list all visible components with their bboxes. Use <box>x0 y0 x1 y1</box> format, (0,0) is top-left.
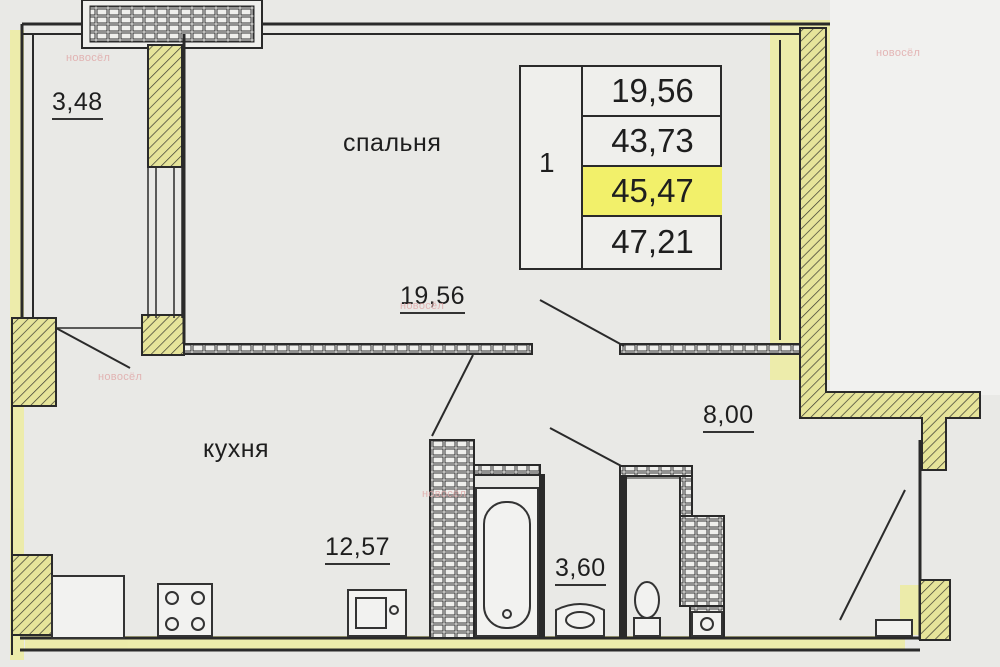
watermark: новосёл <box>66 52 111 64</box>
kitchen-counter <box>51 575 407 639</box>
watermark: новосёл <box>98 371 143 383</box>
total-area-with-balcony-value: 45,47 <box>583 167 722 217</box>
sink <box>555 603 605 637</box>
bathroom-area: 3,60 <box>555 556 606 586</box>
watermark: новосёл <box>422 488 467 500</box>
exterior-zone <box>830 0 1000 395</box>
entrance-door <box>875 619 913 637</box>
washer <box>691 611 723 637</box>
full-area-value: 47,21 <box>611 223 694 260</box>
living-area-value: 19,56 <box>583 67 722 117</box>
toilet <box>633 581 661 637</box>
balcony-area: 3,48 <box>52 90 103 120</box>
bedroom-name: спальня <box>343 129 442 157</box>
total-area-value: 43,73 <box>583 117 722 167</box>
kitchen-area: 12,57 <box>325 535 391 565</box>
balcony-glazing <box>56 167 183 329</box>
bedroom-area: 19,56 <box>400 284 466 314</box>
watermark: новосёл <box>400 300 445 312</box>
bathtub <box>475 487 539 637</box>
bathroom-walls <box>429 439 725 639</box>
door-lines <box>55 299 906 621</box>
kitchen-name: кухня <box>203 435 270 463</box>
room-count-column: 1 <box>521 67 583 268</box>
watermark: новосёл <box>876 47 921 59</box>
bedroom-partitions <box>182 34 801 355</box>
hall-area: 8,00 <box>703 403 754 433</box>
room-count: 1 <box>539 147 555 178</box>
area-info-table: 1 19,56 43,73 45,47 47,21 <box>519 65 722 270</box>
hatched-walls <box>11 27 981 641</box>
